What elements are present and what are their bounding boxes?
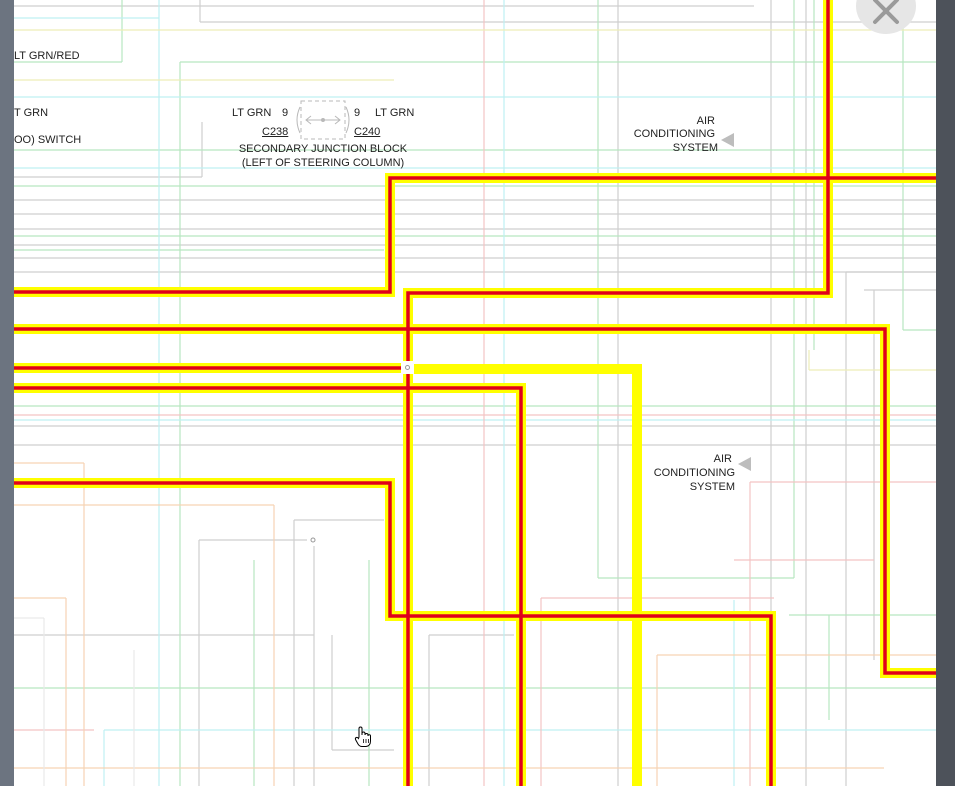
connector-c240: C240 [354,126,381,138]
ac-system-label-top-line1: AIR [696,115,715,127]
splice-points [307,361,414,546]
close-icon [873,0,899,24]
highlighted-circuits [14,0,936,786]
ac-system-label-mid-line2: CONDITIONING [653,467,735,479]
junction-left-pin: 9 [282,107,289,119]
wiring-diagram-canvas[interactable]: LT GRN/RED T GRN OO) SWITCH LT GRN 9 9 L… [14,0,936,786]
ac-system-label-top-line3: SYSTEM [672,142,718,154]
wire-label-lt-grn-red: LT GRN/RED [14,50,80,62]
junction-right-pin: 9 [354,107,361,119]
left-scroll-rail [0,0,14,786]
ac-system-label-mid-line1: AIR [713,453,732,465]
right-scroll-rail [936,0,955,786]
ac-system-label-top-line2: CONDITIONING [633,128,715,140]
hand-pointer-icon [354,726,371,747]
ac-system-label-mid-line3: SYSTEM [689,481,735,493]
connector-c238: C238 [262,126,289,138]
switch-label: OO) SWITCH [14,134,82,146]
junction-left-wire-label: LT GRN [232,107,272,119]
wire-label-lt-grn: T GRN [14,107,49,119]
wiring-diagram [14,0,936,786]
junction-block-symbol [296,100,350,140]
splice-marker [401,361,414,374]
junction-block-location: (LEFT OF STEERING COLUMN) [241,157,405,169]
junction-right-wire-label: LT GRN [375,107,415,119]
junction-block-title: SECONDARY JUNCTION BLOCK [238,143,408,155]
left-arrow-icon [738,457,751,471]
left-arrow-icon [721,133,734,147]
